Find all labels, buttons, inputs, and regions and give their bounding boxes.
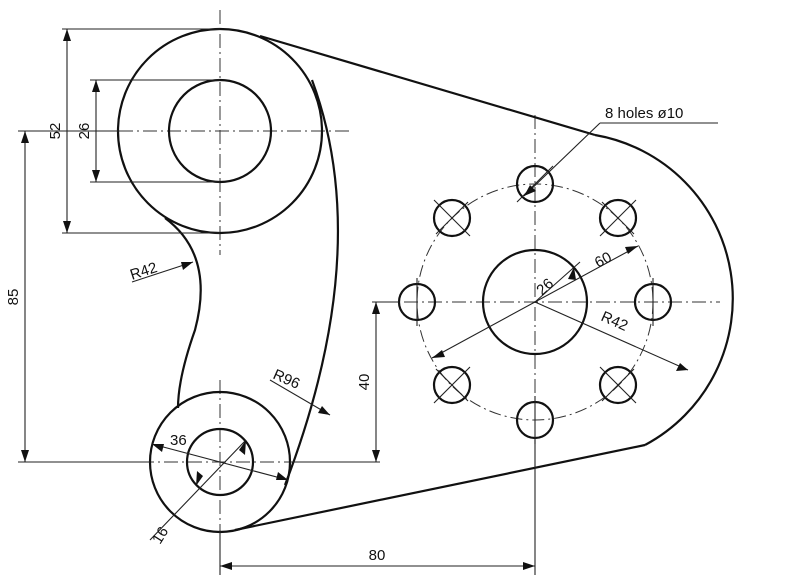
center-hole xyxy=(481,248,589,356)
holes-note-label: 8 holes ø10 xyxy=(605,105,683,122)
bottom-boss-hole xyxy=(185,427,255,497)
hole-top-left xyxy=(432,198,472,238)
dim-85-label: 85 xyxy=(5,289,22,306)
hole-right xyxy=(633,278,673,326)
dimensions: 52 26 85 40 80 36 xyxy=(5,28,718,575)
part-outline xyxy=(116,27,734,534)
dia-26-leader xyxy=(534,261,581,303)
upper-tangent-edge xyxy=(259,34,596,137)
radius-r96-label: R96 xyxy=(270,366,302,393)
hole-top xyxy=(515,164,555,204)
holes-note-leader xyxy=(523,122,601,197)
r96-arc xyxy=(283,79,339,486)
hole-bottom xyxy=(515,396,555,444)
dia-26-label: 26 xyxy=(533,275,557,299)
dia-60-label: 60 xyxy=(592,249,615,272)
hole-bottom-right xyxy=(598,365,638,405)
hole-pattern xyxy=(397,164,673,444)
hole-top-right xyxy=(598,198,638,238)
right-lobe-arc xyxy=(594,133,734,446)
dim-36-label: 36 xyxy=(170,432,187,449)
hole-bottom-left xyxy=(432,365,472,405)
radius-r42-right-label: R42 xyxy=(598,308,630,335)
center-lines xyxy=(95,10,720,560)
dim-16-label: 16 xyxy=(149,524,172,547)
dim-80-label: 80 xyxy=(369,547,386,564)
dim-40-label: 40 xyxy=(356,374,373,391)
r42-concave-arc xyxy=(164,217,202,409)
dim-16-line xyxy=(149,439,247,541)
radius-r42-right-leader xyxy=(534,301,689,371)
radius-r96-leader xyxy=(269,379,331,416)
lower-tangent-edge xyxy=(234,443,646,532)
dim-36-line xyxy=(151,443,289,481)
radius-r42-left-label: R42 xyxy=(128,259,159,284)
dia-60-line xyxy=(431,245,639,359)
